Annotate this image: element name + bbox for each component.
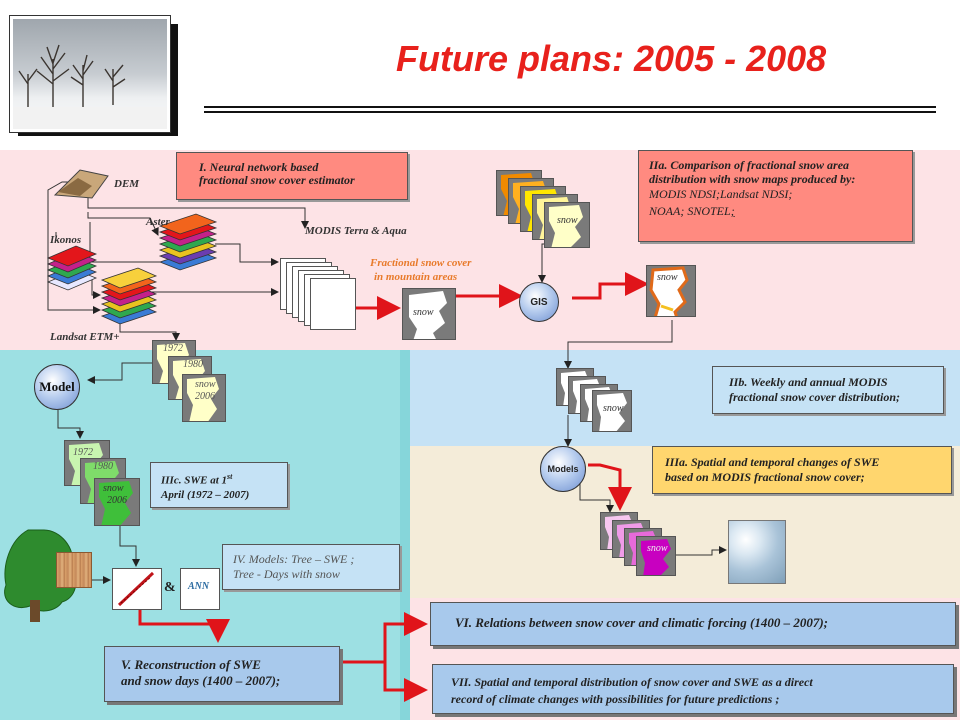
snow-comparison-map: snow xyxy=(646,265,696,317)
box-neural-network-line1: I. Neural network based xyxy=(199,160,319,174)
snow-label: snow xyxy=(557,215,578,226)
box-tree-models-line1: IV. Models: Tree – SWE ; xyxy=(233,552,355,566)
box-comparison-line4-suffix: ; xyxy=(730,204,735,218)
box-weekly-annual-line1: IIb. Weekly and annual MODIS xyxy=(729,375,888,389)
gis-label: GIS xyxy=(530,296,548,308)
modis-page-6 xyxy=(310,278,356,330)
box-reconstruction-line2: and snow days (1400 – 2007); xyxy=(121,673,281,688)
region-divider xyxy=(400,350,410,720)
wood-sample xyxy=(56,552,92,588)
modis-label: MODIS Terra & Aqua xyxy=(305,225,407,237)
box-swe-april-line1: IIIc. SWE at 1st xyxy=(161,470,287,488)
box-comparison-line2: distribution with snow maps produced by: xyxy=(649,172,856,186)
page-title: Future plans: 2005 - 2008 xyxy=(396,38,827,79)
box-comparison-line4: NOAA; SNOTEL; xyxy=(649,204,912,218)
box-climatic-forcing: VI. Relations between snow cover and cli… xyxy=(430,602,956,646)
regression-line-icon xyxy=(117,571,155,607)
box-spatial-temporal-swe-line2: based on MODIS fractional snow cover; xyxy=(665,470,865,484)
box-spatial-temporal-swe-line1: IIIa. Spatial and temporal changes of SW… xyxy=(665,455,880,469)
snow-photo xyxy=(9,15,171,133)
ampersand-label: & xyxy=(164,580,176,595)
box-weekly-annual: IIb. Weekly and annual MODIS fractional … xyxy=(712,366,944,414)
title-rule-bottom xyxy=(204,111,936,113)
title-rule-top xyxy=(204,106,936,108)
box-weekly-annual-line2: fractional snow cover distribution; xyxy=(729,390,901,404)
model-node: Model xyxy=(34,364,80,410)
models-node: Models xyxy=(540,446,586,492)
gis-node: GIS xyxy=(519,282,559,322)
box-spatial-temporal-swe: IIIa. Spatial and temporal changes of SW… xyxy=(652,446,952,494)
box-comparison: IIa. Comparison of fractional snow area … xyxy=(638,150,913,242)
box-reconstruction-line1: V. Reconstruction of SWE xyxy=(121,657,261,672)
landsat-label: Landsat ETM+ xyxy=(50,331,120,343)
ann-label: ANN xyxy=(188,581,210,592)
box-swe-april-line1-text: IIIc. SWE at 1 xyxy=(161,474,228,487)
snow-label: snow xyxy=(195,379,216,390)
regression-plot xyxy=(112,568,162,610)
box-tree-models: IV. Models: Tree – SWE ; Tree - Days wit… xyxy=(222,544,400,590)
snow-label: snow xyxy=(103,483,124,494)
year-1980-label: 1980 xyxy=(183,359,203,370)
box-climate-record: VII. Spatial and temporal distribution o… xyxy=(432,664,954,714)
satellite-snow-photo xyxy=(728,520,786,584)
model-label: Model xyxy=(39,379,75,394)
swe-map-4: snow xyxy=(636,536,676,576)
fractional-label-2: in mountain areas xyxy=(374,271,458,283)
box-swe-april-line2: April (1972 – 2007) xyxy=(161,488,250,501)
weekly-snow-4: snow xyxy=(592,390,632,432)
box-neural-network-line2: fractional snow cover estimator xyxy=(199,173,355,187)
box-swe-april-line1-sup: st xyxy=(227,472,233,481)
year-1980-label: 1980 xyxy=(93,461,113,472)
fractional-label-1: Fractional snow cover xyxy=(370,257,472,269)
box-neural-network: I. Neural network based fractional snow … xyxy=(176,152,408,200)
snow-label: snow xyxy=(647,543,668,554)
aster-label: Aster xyxy=(146,216,170,228)
snow-label: snow xyxy=(413,307,434,318)
ikonos-label: Ikonos xyxy=(50,234,82,246)
snow-map-mountain: snow xyxy=(402,288,456,340)
box-climate-record-line1: VII. Spatial and temporal distribution o… xyxy=(451,675,813,689)
dem-label: DEM xyxy=(114,178,140,190)
box-reconstruction: V. Reconstruction of SWE and snow days (… xyxy=(104,646,340,702)
year-1972-label: 1972 xyxy=(163,343,183,354)
winter-trees-icon xyxy=(13,44,167,129)
snow-stack-orange-5: snow xyxy=(544,202,590,248)
box-swe-april: IIIc. SWE at 1st April (1972 – 2007) xyxy=(150,462,288,508)
ann-box: ANN xyxy=(180,568,220,610)
box-comparison-line4-text: NOAA; SNOTEL xyxy=(649,204,731,218)
box-comparison-line1: IIa. Comparison of fractional snow area xyxy=(649,158,850,172)
box-climate-record-line2: record of climate changes with possibili… xyxy=(451,692,780,706)
box-tree-models-line2: Tree - Days with snow xyxy=(233,567,340,581)
snow-label: snow xyxy=(657,272,678,283)
year-2006-label: 2006 xyxy=(195,391,215,402)
year-1972-label: 1972 xyxy=(73,447,93,458)
models-label: Models xyxy=(547,464,579,474)
box-climatic-forcing-text: VI. Relations between snow cover and cli… xyxy=(455,615,829,630)
year-2006-label: 2006 xyxy=(107,495,127,506)
box-comparison-line3: MODIS NDSI;Landsat NDSI; xyxy=(649,187,793,201)
snow-label: snow xyxy=(603,403,624,414)
